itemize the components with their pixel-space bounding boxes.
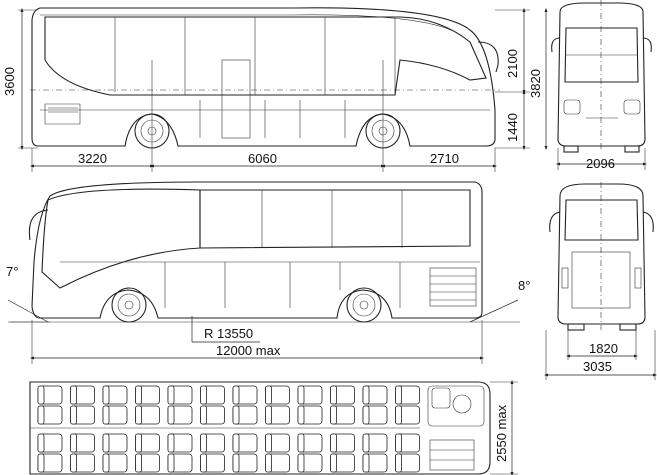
wheel-rear-lower [346,287,382,323]
seat [330,405,355,425]
dim-front-overhang-3220: 3220 [78,151,107,166]
seat [37,453,63,473]
seat [395,453,420,473]
seat [70,405,95,425]
seat [167,385,193,405]
seat [232,453,258,473]
seat [200,385,225,405]
seat [200,405,225,425]
seat [265,453,290,473]
height-dimension-left: 3600 [2,7,38,151]
dim-overall-length: 12000 max [216,343,281,358]
seat [167,433,193,453]
turning-radius-label: R 13550 [204,326,253,341]
seat [362,385,388,405]
plan-view [29,381,491,475]
dim-lower-1440: 1440 [505,113,520,142]
seat [37,433,63,453]
seat [135,453,160,473]
dim-track-1820: 1820 [589,341,618,356]
dim-plan-width: 2550 max [494,404,509,462]
dim-overall-3820: 3820 [528,69,543,98]
seat [135,405,160,425]
side-view-lower [10,181,520,323]
seat [362,405,388,425]
seat [232,405,258,425]
seat [135,385,160,405]
dim-overall-width-3035: 3035 [583,359,612,374]
seat [167,405,193,425]
dim-rear-overhang-2710: 2710 [430,151,459,166]
seat [297,433,323,453]
side-view-upper [30,7,500,172]
seat [330,453,355,473]
seat [70,433,95,453]
seat-grid [37,385,420,473]
seat [102,405,128,425]
approach-angle: 7° [6,264,50,323]
seat [265,405,290,425]
seat [70,453,95,473]
seat [265,385,290,405]
seat [200,433,225,453]
seat [395,433,420,453]
seat [232,433,258,453]
overall-length-dimension: 12000 max [29,320,485,364]
turning-radius: R 13550 [191,316,260,343]
seat [297,453,323,473]
departure-angle-label: 8° [518,278,530,293]
seat [102,433,128,453]
seat [297,405,323,425]
front-view [551,0,652,153]
dim-height-3600: 3600 [2,67,17,96]
seat [362,453,388,473]
length-dimensions-upper: 3220 6060 2710 [29,148,498,172]
height-dimensions-right: 2100 1440 3820 [495,7,548,151]
approach-angle-label: 7° [6,264,18,279]
rear-dimensions: 1820 3035 [543,330,657,380]
seat [330,385,355,405]
wheel-front-lower [111,287,147,323]
seat [167,453,193,473]
rear-view [549,182,654,331]
seat [232,385,258,405]
seat [395,385,420,405]
seat [102,453,128,473]
plan-width-dimension: 2550 max [490,379,518,475]
seat [362,433,388,453]
seat [297,385,323,405]
seat [330,433,355,453]
front-width-dimension: 2096 [555,148,648,171]
seat [102,385,128,405]
seat [135,433,160,453]
dim-upper-2100: 2100 [505,49,520,78]
dim-front-width-2096: 2096 [586,156,615,171]
seat [395,405,420,425]
seat [70,385,95,405]
dim-wheelbase-6060: 6060 [248,151,277,166]
seat [200,453,225,473]
seat [37,385,63,405]
seat [37,405,63,425]
departure-angle: 8° [469,278,530,323]
seat [265,433,290,453]
